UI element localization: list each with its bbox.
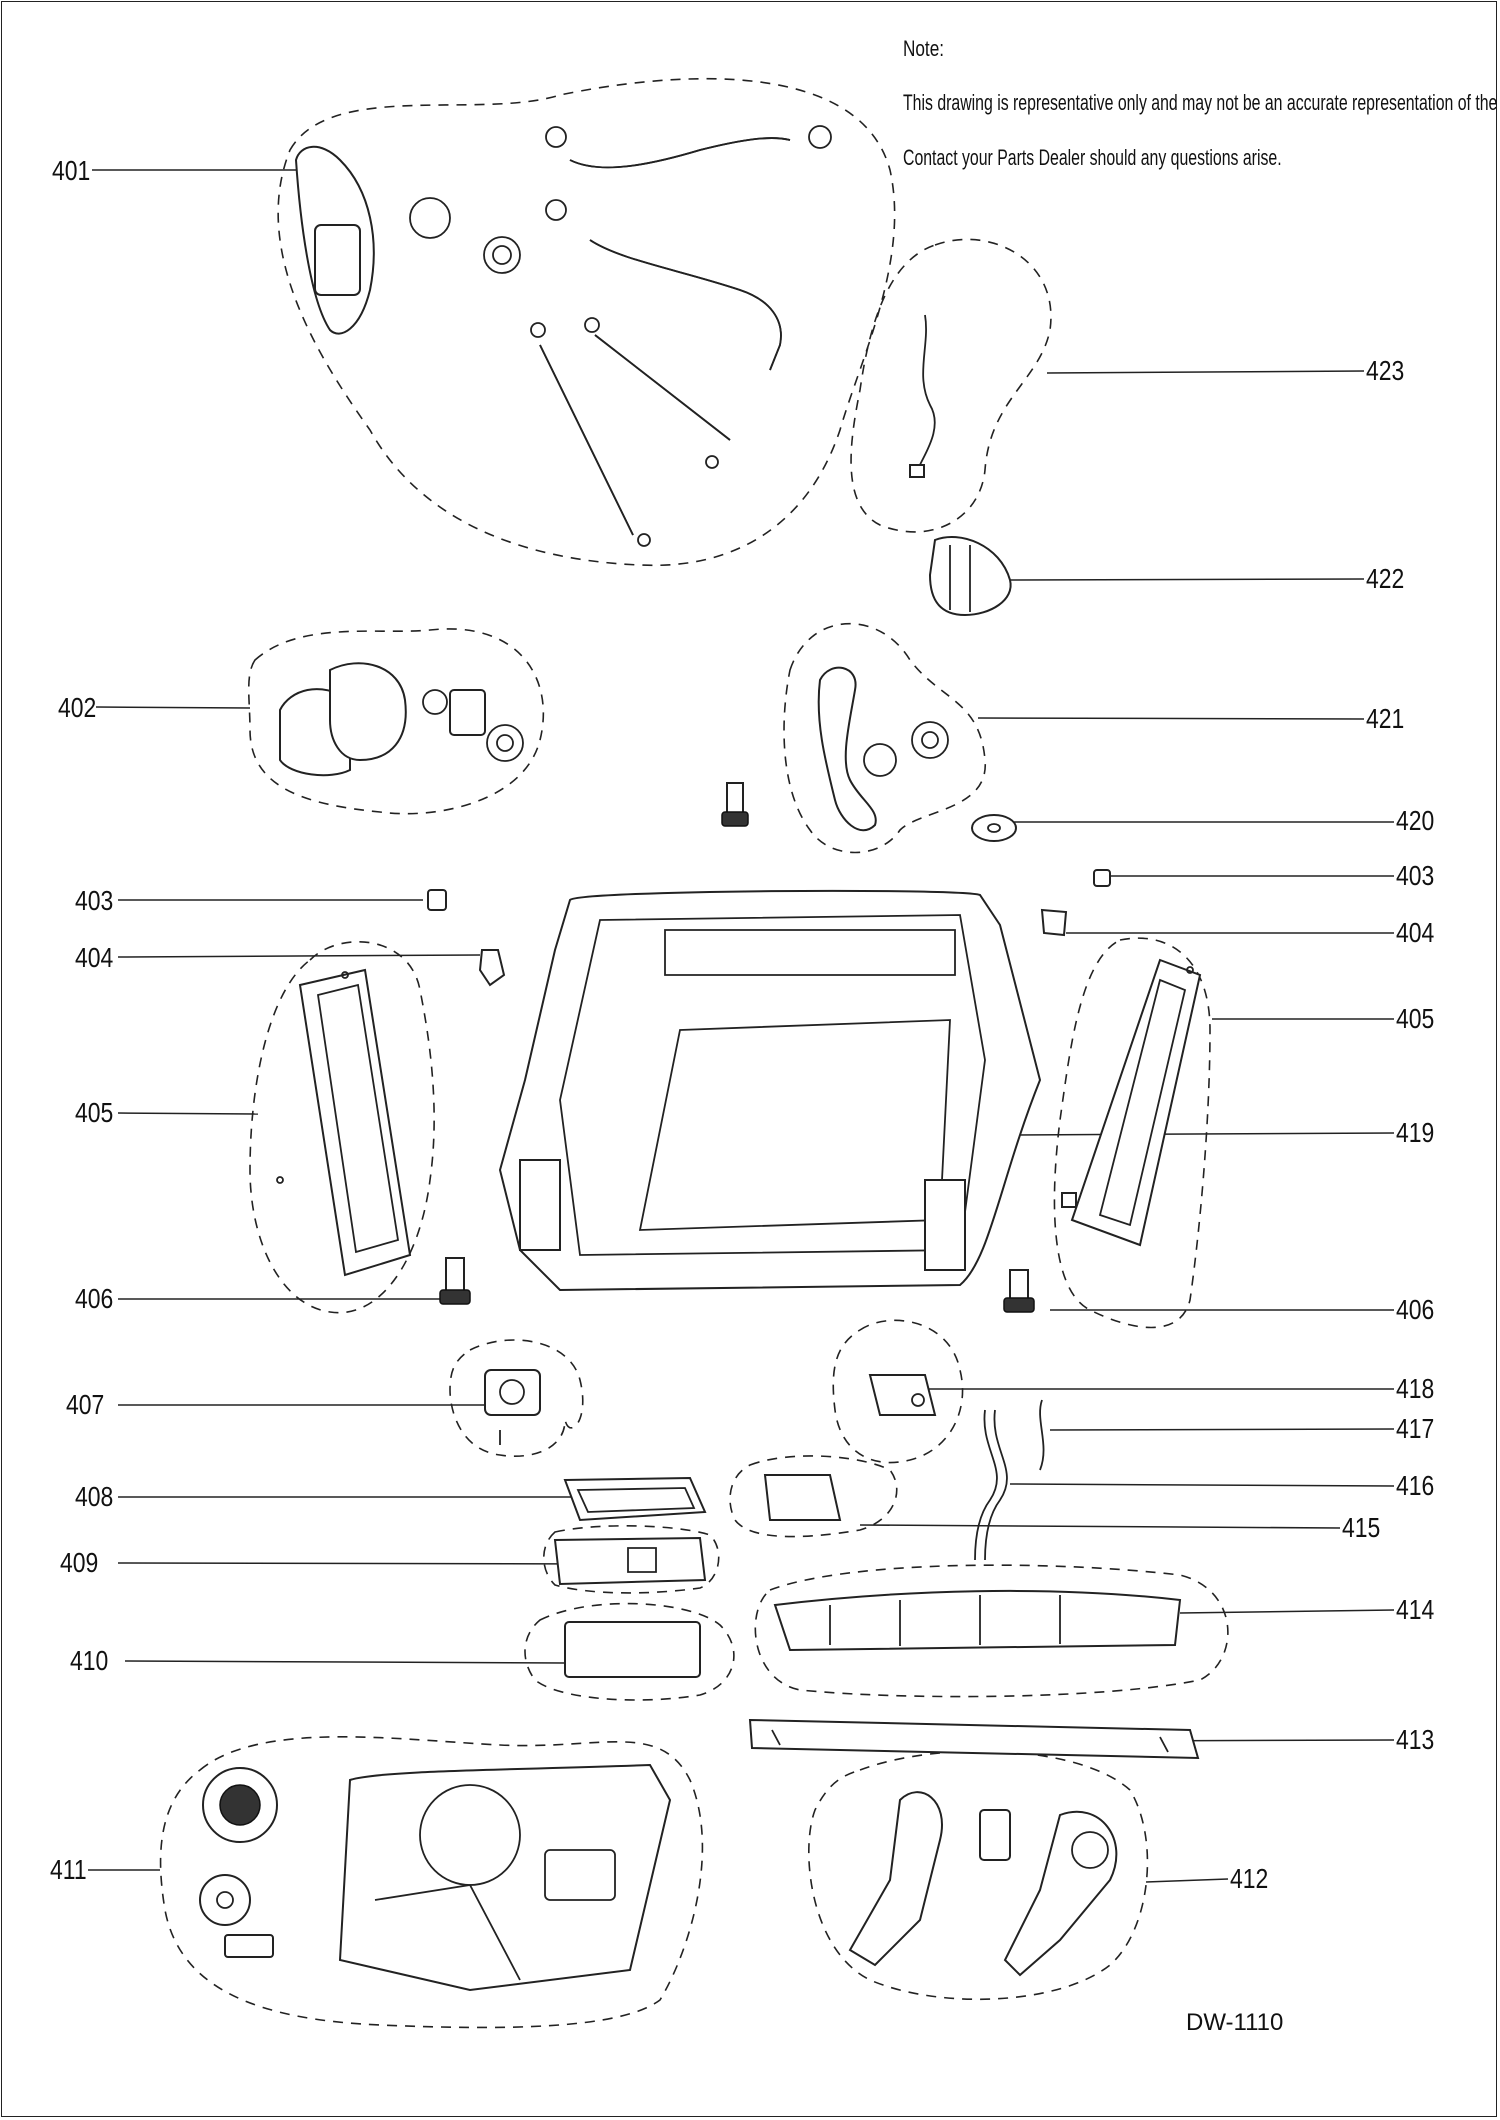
callout-419: 419 bbox=[1396, 1117, 1435, 1148]
part-413-front-trim bbox=[750, 1720, 1198, 1758]
callout-412: 412 bbox=[1230, 1863, 1269, 1894]
callout-404-right: 404 bbox=[1396, 917, 1435, 948]
group-outline-414 bbox=[755, 1565, 1228, 1696]
part-404-left-bracket bbox=[480, 950, 504, 985]
part-403-left-clip bbox=[428, 890, 446, 910]
part-415-bracket bbox=[765, 1475, 840, 1520]
part-419-base-frame bbox=[500, 891, 1040, 1290]
callout-405-left: 405 bbox=[75, 1097, 114, 1128]
group-outline-411 bbox=[161, 1737, 703, 2028]
part-408-control-box bbox=[565, 1478, 705, 1520]
callout-411: 411 bbox=[50, 1854, 87, 1885]
callout-423: 423 bbox=[1366, 355, 1405, 386]
group-outline-421 bbox=[784, 624, 985, 853]
callout-403-left: 403 bbox=[75, 885, 114, 916]
callout-415: 415 bbox=[1342, 1512, 1381, 1543]
callout-408: 408 bbox=[75, 1481, 114, 1512]
group-outline-407 bbox=[450, 1340, 583, 1456]
part-421-sump-components bbox=[819, 668, 948, 831]
part-404-right-bracket bbox=[1042, 910, 1066, 935]
callout-401: 401 bbox=[52, 155, 91, 186]
note-disclaimer-line: This drawing is representative only and … bbox=[903, 90, 1500, 115]
part-412-wash-motor-housing bbox=[850, 1792, 1116, 1975]
group-outline-423 bbox=[851, 239, 1051, 531]
part-416-wire-bundle bbox=[975, 1410, 1007, 1560]
part-423-wire-harness bbox=[910, 315, 935, 477]
part-402-pump-motor-assembly bbox=[280, 663, 523, 775]
group-outline-418 bbox=[833, 1320, 962, 1462]
callout-406-left: 406 bbox=[75, 1283, 114, 1314]
group-outline-409 bbox=[544, 1526, 719, 1593]
callout-403-right: 403 bbox=[1396, 860, 1435, 891]
callout-416: 416 bbox=[1396, 1470, 1435, 1501]
callout-422: 422 bbox=[1366, 563, 1405, 594]
callout-409: 409 bbox=[60, 1547, 99, 1578]
callout-420: 420 bbox=[1396, 805, 1435, 836]
group-outline-410 bbox=[525, 1604, 734, 1700]
part-411-base-assembly bbox=[200, 1765, 670, 1990]
part-417-cable-clip bbox=[1040, 1400, 1044, 1470]
callout-407: 407 bbox=[66, 1389, 105, 1420]
group-outline-401 bbox=[278, 79, 894, 566]
note-title: Note: bbox=[903, 36, 945, 61]
note-contact-line: Contact your Parts Dealer should any que… bbox=[903, 145, 1282, 170]
part-401-drain-pump-assembly bbox=[296, 126, 831, 546]
callout-417: 417 bbox=[1396, 1413, 1435, 1444]
group-outline-405-right bbox=[1054, 938, 1210, 1327]
part-405-left-side-panel bbox=[277, 970, 410, 1275]
part-410-control-panel-cover bbox=[565, 1622, 700, 1677]
callout-410: 410 bbox=[70, 1645, 109, 1676]
group-outline-415 bbox=[730, 1456, 897, 1537]
part-422-pressure-switch bbox=[930, 537, 1011, 615]
model-code-label: DW-1110 bbox=[1186, 2009, 1284, 2036]
part-405-right-side-panel bbox=[1062, 960, 1200, 1245]
part-418-mounting-bracket bbox=[870, 1375, 935, 1415]
part-409-control-board bbox=[555, 1538, 705, 1584]
callout-413: 413 bbox=[1396, 1724, 1435, 1755]
part-406-left-leveling-foot bbox=[440, 1258, 470, 1304]
callout-405-right: 405 bbox=[1396, 1003, 1435, 1034]
group-outline-402 bbox=[249, 629, 544, 814]
part-420-gasket bbox=[972, 815, 1016, 841]
callout-414: 414 bbox=[1396, 1594, 1435, 1625]
callout-404-left: 404 bbox=[75, 942, 114, 973]
leader-lines bbox=[88, 170, 1394, 1882]
part-407-inlet-valve bbox=[485, 1370, 540, 1445]
callout-418: 418 bbox=[1396, 1373, 1435, 1404]
callout-402: 402 bbox=[58, 692, 97, 723]
part-406-right-leveling-foot bbox=[1004, 1270, 1034, 1312]
group-outline-412 bbox=[809, 1751, 1148, 1999]
callout-421: 421 bbox=[1366, 703, 1405, 734]
part-403-right-clip bbox=[1094, 870, 1110, 886]
callout-406-right: 406 bbox=[1396, 1294, 1435, 1325]
part-414-toe-kick-panel bbox=[775, 1591, 1180, 1650]
part-420-screw bbox=[722, 783, 748, 826]
